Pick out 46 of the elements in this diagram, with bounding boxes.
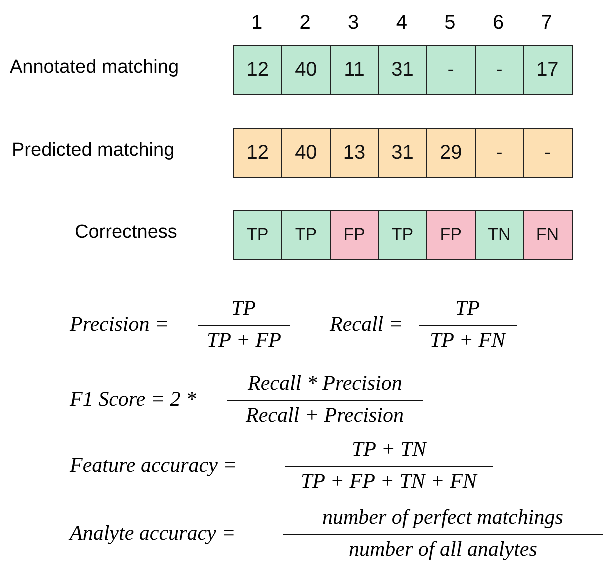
table-cell: TN [474, 210, 524, 260]
column-number: 3 [347, 12, 360, 35]
column-number: 4 [395, 12, 408, 35]
fraction-numerator: TP [456, 295, 480, 321]
formula-label: Feature accuracy = [70, 452, 238, 478]
row-label: Annotated matching [10, 57, 180, 79]
fraction-denominator: TP + FP + TN + FN [301, 468, 477, 494]
formula-label: Analyte accuracy = [70, 520, 236, 546]
fraction-denominator: TP + FN [430, 327, 506, 353]
fraction-denominator: number of all analytes [349, 536, 538, 562]
table-cell: 40 [281, 45, 332, 95]
column-number: 2 [298, 12, 312, 35]
fraction-numerator: Recall * Precision [248, 370, 402, 396]
fraction-denominator: TP + FP [207, 327, 282, 353]
table-cell: - [474, 45, 524, 95]
fraction-numerator: TP + TN [352, 436, 426, 462]
table-cell: 29 [426, 128, 476, 178]
table-cell: - [426, 45, 476, 95]
column-number: 6 [492, 12, 506, 35]
table-cell: TP [233, 210, 283, 260]
table-cell: 12 [233, 128, 283, 178]
table-cell: TP [281, 210, 332, 260]
table-cell: 40 [281, 128, 332, 178]
column-number: 1 [250, 12, 264, 35]
table-cell: FP [426, 210, 476, 260]
column-number: 7 [540, 12, 554, 35]
table-cell: - [522, 128, 573, 178]
row-label: Correctness [75, 222, 178, 244]
fraction-numerator: number of perfect matchings [322, 504, 564, 530]
table-cell: FP [330, 210, 380, 260]
formula-label: Precision = [70, 311, 170, 337]
column-number: 5 [444, 12, 457, 35]
formula-label: Recall = [330, 311, 404, 337]
table-cell: 31 [378, 45, 428, 95]
table-cell: - [474, 128, 524, 178]
table-cell: 12 [233, 45, 283, 95]
row-label: Predicted matching [12, 140, 175, 162]
fraction-denominator: Recall + Precision [246, 402, 404, 428]
formula-label: F1 Score = 2 * [70, 386, 197, 412]
table-cell: TP [378, 210, 428, 260]
fraction-numerator: TP [232, 295, 256, 321]
table-cell: FN [522, 210, 573, 260]
table-cell: 17 [522, 45, 573, 95]
table-cell: 11 [330, 45, 380, 95]
table-cell: 31 [378, 128, 428, 178]
table-cell: 13 [330, 128, 380, 178]
